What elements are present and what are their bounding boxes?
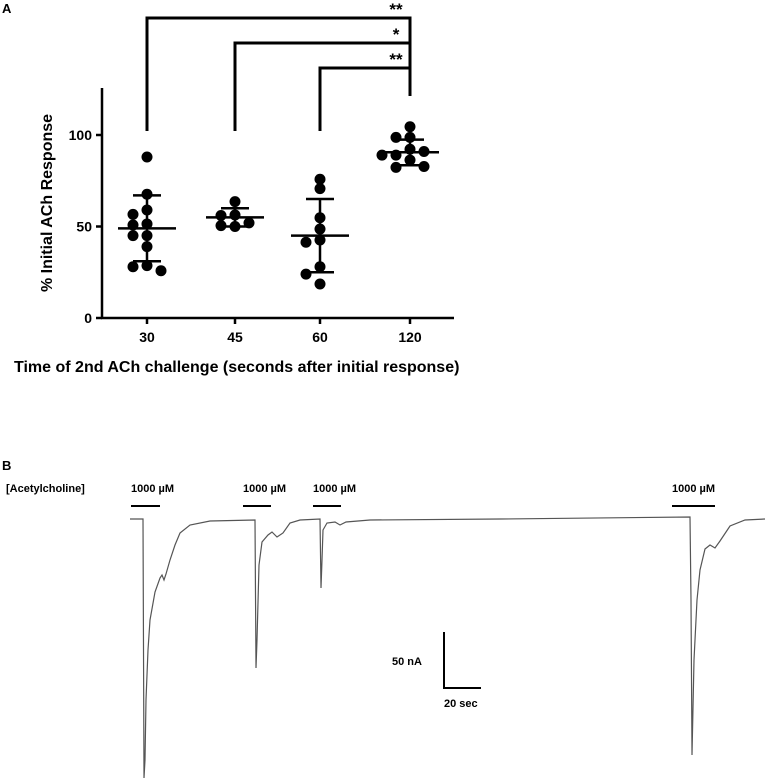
panel-b-label: B — [2, 458, 11, 473]
x-ticks: 30 45 60 120 — [139, 318, 422, 345]
current-trace — [130, 516, 766, 779]
data-point — [390, 161, 402, 173]
data-point — [215, 210, 227, 222]
significance-bracket — [145, 16, 412, 131]
application-label: 1000 µM — [131, 483, 174, 495]
scale-time-label: 20 sec — [444, 698, 478, 710]
x-tick-label: 30 — [139, 329, 155, 345]
data-point — [127, 230, 139, 242]
panel-a-label: A — [2, 1, 12, 16]
y-ticks: 0 50 100 — [69, 127, 102, 326]
application-label: 1000 µM — [672, 483, 715, 495]
data-point — [300, 268, 312, 280]
data-point — [155, 265, 167, 277]
significance-label: * — [393, 25, 400, 44]
data-groups — [118, 121, 439, 290]
data-point — [300, 236, 312, 248]
y-tick-label: 0 — [84, 310, 92, 326]
data-point — [390, 131, 402, 143]
ach-applications: 1000 µM 1000 µM 1000 µM 1000 µM — [131, 483, 715, 507]
significance-bracket — [233, 41, 412, 131]
data-point — [127, 261, 139, 273]
x-tick-label: 60 — [312, 329, 328, 345]
data-point — [127, 208, 139, 220]
x-tick-label: 120 — [398, 329, 422, 345]
data-point — [314, 173, 326, 185]
y-axis-label: % Initial ACh Response — [39, 114, 56, 292]
x-tick-label: 45 — [227, 329, 243, 345]
scale-current-label: 50 nA — [392, 656, 422, 668]
data-point — [404, 121, 416, 133]
data-point — [418, 160, 430, 172]
condition-label: [Acetylcholine] — [6, 483, 85, 495]
data-point — [141, 260, 153, 272]
x-axis-label: Time of 2nd ACh challenge (seconds after… — [14, 359, 459, 376]
significance-bracket — [318, 66, 412, 131]
significance-brackets: ***** — [145, 0, 412, 131]
data-point — [314, 183, 326, 195]
data-point — [229, 196, 241, 208]
significance-label: ** — [389, 0, 403, 19]
significance-label: ** — [389, 50, 403, 69]
application-label: 1000 µM — [313, 483, 356, 495]
data-point — [314, 278, 326, 290]
data-point — [141, 151, 153, 163]
y-tick-label: 50 — [76, 219, 92, 235]
y-tick-label: 100 — [69, 127, 93, 143]
application-label: 1000 µM — [243, 483, 286, 495]
